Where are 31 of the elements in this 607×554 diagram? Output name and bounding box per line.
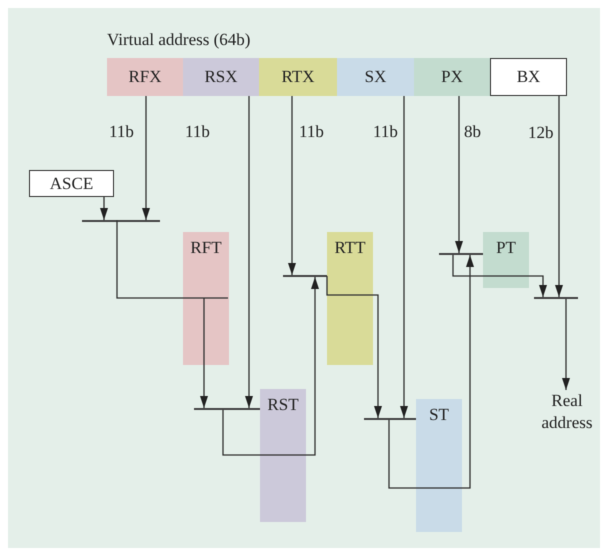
- arrow: [200, 365, 208, 408]
- arrow: [373, 294, 382, 418]
- output-label: Real address: [527, 390, 607, 434]
- arrow: [306, 277, 319, 456]
- arrow: [555, 96, 563, 297]
- bit-width-label: 11b: [185, 122, 210, 142]
- register-box: ASCE: [29, 170, 114, 197]
- translation-table: RFT: [183, 232, 229, 365]
- arrow: [288, 96, 296, 275]
- bit-width-label: 11b: [109, 122, 134, 142]
- connector-line: [388, 420, 416, 489]
- translation-table: ST: [416, 399, 462, 532]
- bit-width-label: 11b: [373, 122, 398, 142]
- register-heading: Virtual address (64b): [107, 30, 250, 50]
- translation-table: RST: [260, 389, 306, 522]
- arrow: [462, 255, 474, 489]
- arrow: [529, 275, 547, 297]
- bit-width-label: 8b: [464, 122, 481, 142]
- connector-line: [222, 410, 260, 456]
- arrow: [400, 96, 408, 418]
- arrow: [142, 96, 150, 220]
- arrow: [455, 96, 463, 253]
- arrow: [562, 299, 570, 390]
- arrow: [100, 197, 108, 220]
- connector-line: [452, 255, 483, 277]
- translation-table: RTT: [327, 232, 373, 365]
- connector-line: [116, 220, 183, 299]
- bit-width-label: 12b: [528, 123, 554, 143]
- bit-width-label: 11b: [299, 122, 324, 142]
- translation-table: PT: [483, 232, 529, 288]
- arrow: [245, 96, 253, 408]
